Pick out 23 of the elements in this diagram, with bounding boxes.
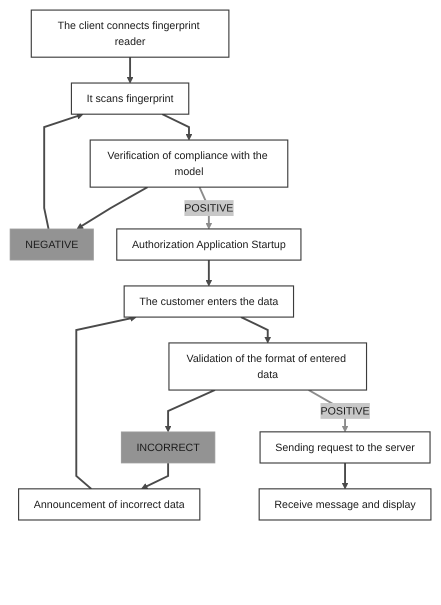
node-box: Announcement of incorrect data <box>18 488 200 521</box>
node-box: The client connects fingerprint reader <box>30 10 230 58</box>
edge-label: POSITIVE <box>184 202 234 214</box>
node-box: Verification of compliance with the model <box>90 139 288 188</box>
arrow <box>240 316 272 344</box>
arrow <box>164 389 216 432</box>
node-box: NEGATIVE <box>10 228 94 260</box>
node-box: Authorization Application Startup <box>116 228 302 261</box>
arrow <box>43 112 84 230</box>
arrow <box>342 463 348 490</box>
arrow <box>76 186 148 230</box>
node-box: Validation of the format of entered data <box>168 342 368 391</box>
node-box: Receive message and display <box>258 488 432 521</box>
node-box: It scans fingerprint <box>70 82 190 115</box>
arrow <box>75 315 137 490</box>
node-box: The customer enters the data <box>124 285 294 318</box>
arrow <box>141 463 170 490</box>
node-box: Sending request to the server <box>260 431 431 464</box>
edge-label: POSITIVE <box>320 404 370 417</box>
arrow <box>162 113 192 140</box>
arrow <box>126 57 134 84</box>
arrow <box>206 260 212 286</box>
node-box: INCORRECT <box>120 431 216 464</box>
